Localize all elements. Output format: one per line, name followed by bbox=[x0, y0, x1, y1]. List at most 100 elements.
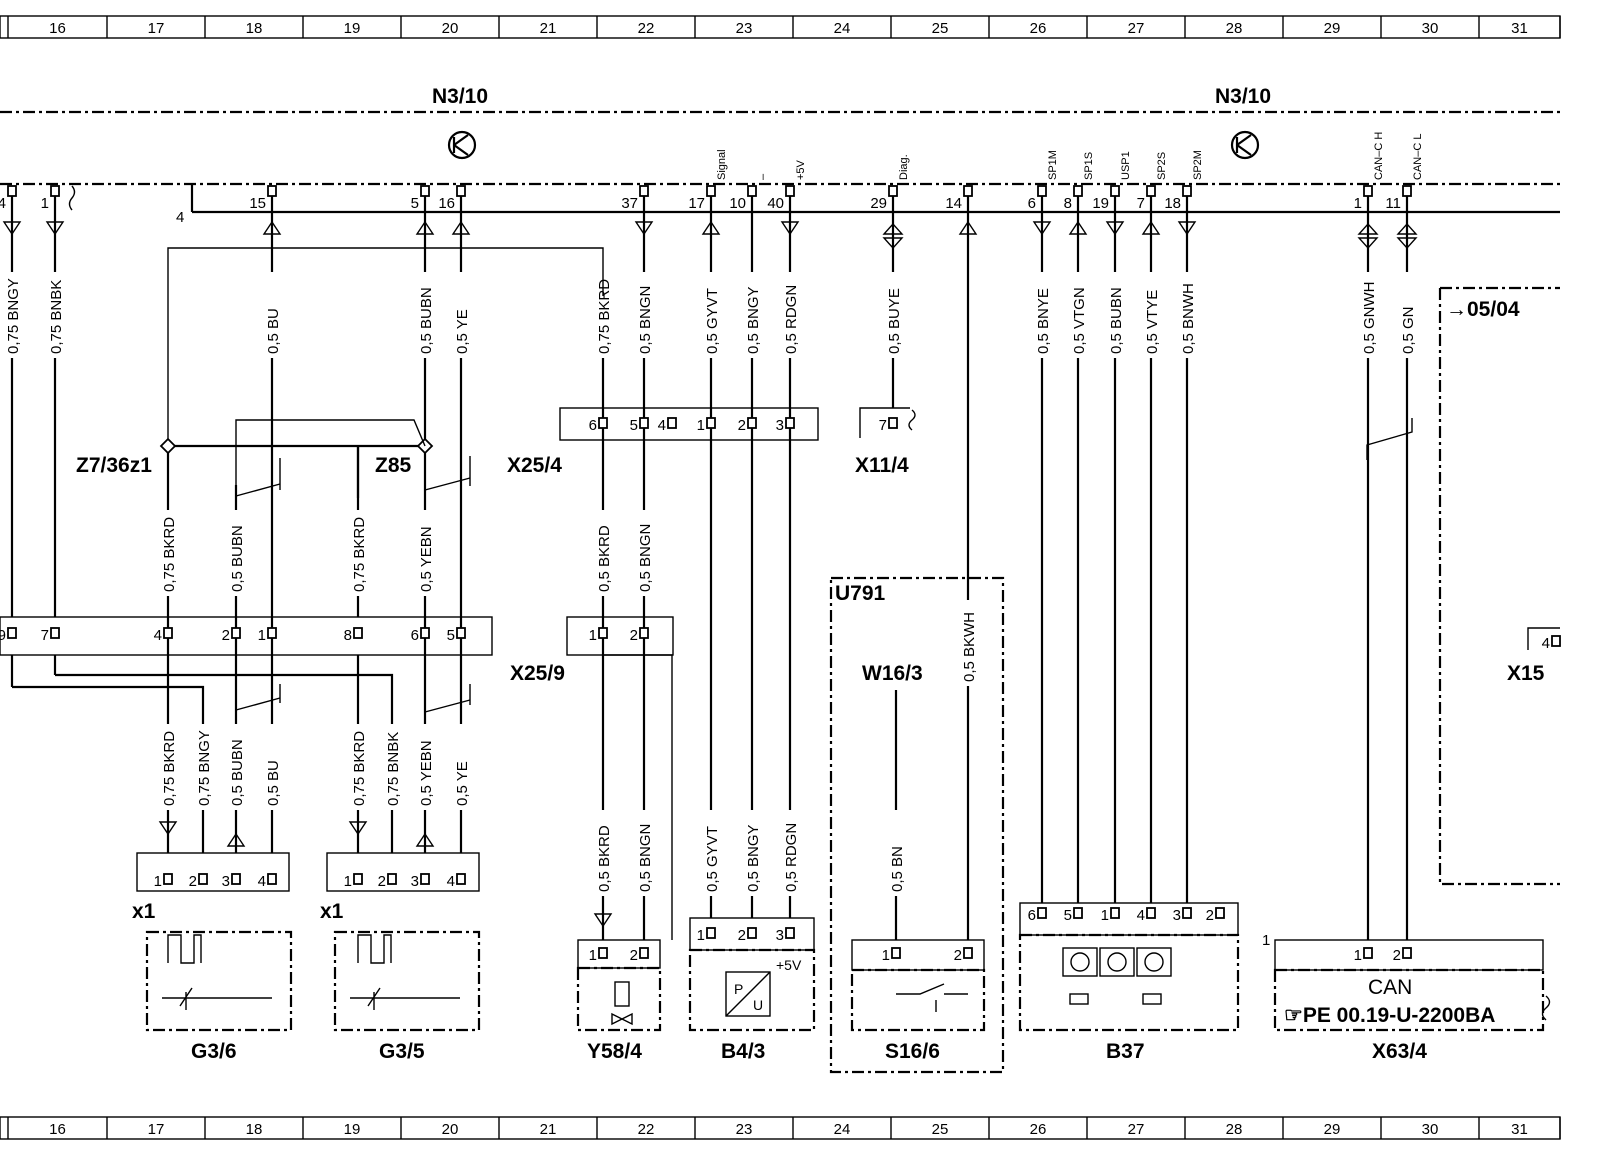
module-pin-number: 14 bbox=[945, 195, 962, 212]
wire-label: 0,5 GNWH bbox=[1361, 281, 1378, 354]
module-pin-number: 4 bbox=[0, 195, 6, 212]
label-x11-4: X11/4 bbox=[855, 454, 909, 477]
pressure-symbol-p: P bbox=[734, 981, 743, 997]
connector-pin bbox=[667, 417, 677, 429]
wire-label: 0,5 BUBN bbox=[418, 287, 435, 354]
module-pin-number: 16 bbox=[438, 195, 455, 212]
wire-label-bg bbox=[743, 272, 761, 358]
module-pin-signal: – bbox=[757, 173, 769, 180]
label-w16-3: W16/3 bbox=[862, 662, 923, 685]
wire-arrow-down bbox=[593, 913, 613, 928]
wire-label-bg bbox=[1359, 272, 1377, 358]
label-x25-9: X25/9 bbox=[510, 662, 565, 685]
module-pin-number: 1 bbox=[1354, 195, 1362, 212]
wire-label: 0,5 BKRD bbox=[596, 825, 613, 892]
wire-arrow-down bbox=[1105, 221, 1125, 236]
shield-mark-2 bbox=[424, 477, 471, 491]
connector-pin-number: 1 bbox=[1101, 907, 1109, 924]
component-label-g3-5: G3/5 bbox=[379, 1040, 425, 1063]
module-pin-signal: USP1 bbox=[1120, 151, 1132, 180]
module-pin bbox=[1146, 185, 1156, 197]
connector-pin bbox=[1037, 907, 1047, 919]
wire-label-bg bbox=[349, 724, 367, 810]
connector-pin-number: 4 bbox=[447, 873, 455, 890]
wire-label: 0,5 BNGY bbox=[745, 286, 762, 354]
connector-pin bbox=[598, 417, 608, 429]
wire-label: 0,5 BU bbox=[265, 760, 282, 806]
grid-column-number: 29 bbox=[1324, 1121, 1341, 1138]
connector-pin-number: 3 bbox=[222, 873, 230, 890]
connector-x25-4 bbox=[559, 407, 819, 441]
wire-label-bg bbox=[635, 272, 653, 358]
connector-pin bbox=[1073, 907, 1083, 919]
wire-label-bg bbox=[383, 724, 401, 810]
grid-column-number: 16 bbox=[49, 1121, 66, 1138]
pressure-sensor-symbol bbox=[725, 971, 771, 1017]
wire-label: 0,5 VTGN bbox=[1071, 287, 1088, 354]
grid-column-number: 31 bbox=[1511, 1121, 1528, 1138]
wire-label: 0,5 YE bbox=[454, 761, 471, 806]
connector-pin bbox=[1110, 907, 1120, 919]
shield-mark-3 bbox=[235, 697, 281, 711]
pressure-sensor-diag bbox=[725, 971, 771, 1017]
connector-pin-number: 6 bbox=[411, 627, 419, 644]
wire-arrow-up bbox=[958, 220, 978, 235]
wire-label: 0,5 BUBN bbox=[1108, 287, 1125, 354]
wire-arrow-down bbox=[634, 221, 654, 236]
connector-pin bbox=[1551, 635, 1561, 647]
grid-column-number: 25 bbox=[932, 1121, 949, 1138]
module-pin bbox=[1110, 185, 1120, 197]
connector-pin bbox=[1402, 947, 1412, 959]
connector-pin-number: 3 bbox=[776, 927, 784, 944]
grid-column-number: 28 bbox=[1226, 1121, 1243, 1138]
shield-mark-1 bbox=[235, 483, 281, 497]
module-pin bbox=[963, 185, 973, 197]
grid-column-number: 21 bbox=[540, 1121, 557, 1138]
connector-pin bbox=[963, 947, 973, 959]
wire-label: 0,5 BN bbox=[889, 846, 906, 892]
connector-pin bbox=[598, 947, 608, 959]
grid-column-number: 25 bbox=[932, 20, 949, 37]
transistor-symbol-left bbox=[447, 130, 477, 160]
connector-pin bbox=[267, 627, 277, 639]
module-pin-number: 1 bbox=[41, 195, 49, 212]
connector-pin-number: 5 bbox=[630, 417, 638, 434]
connector-pin bbox=[1363, 947, 1373, 959]
module-pin bbox=[1402, 185, 1412, 197]
wire-label-bg bbox=[227, 510, 245, 596]
unit-u791 bbox=[829, 576, 1005, 1074]
wire-label: 0,5 BUBN bbox=[229, 525, 246, 592]
module-pin-number: 15 bbox=[249, 195, 266, 212]
wire-label-bg bbox=[1178, 272, 1196, 358]
wire-label-bg bbox=[594, 810, 612, 896]
wire-label-bg bbox=[635, 810, 653, 896]
wire-label-bg bbox=[702, 810, 720, 896]
component-s16-6 bbox=[850, 968, 986, 1032]
wire-label-bg bbox=[227, 724, 245, 810]
wire-label: 0,5 YE bbox=[454, 309, 471, 354]
module-pin bbox=[267, 185, 277, 197]
module-pin-number: 17 bbox=[688, 195, 705, 212]
wire-label: 0,5 BUBN bbox=[229, 739, 246, 806]
grid-column-number: 23 bbox=[736, 20, 753, 37]
module-pin-number: 18 bbox=[1164, 195, 1181, 212]
connector-pin-number: 7 bbox=[41, 627, 49, 644]
break-mark bbox=[68, 185, 76, 211]
wire-label-bg bbox=[194, 724, 212, 810]
wire-arrow-down bbox=[45, 221, 65, 236]
connector-pin-number: 1 bbox=[154, 873, 162, 890]
component-label-y58-4: Y58/4 bbox=[587, 1040, 642, 1063]
connector-pin bbox=[888, 417, 898, 429]
connector-pin-number: 4 bbox=[258, 873, 266, 890]
connector-pin-number: 1 bbox=[344, 873, 352, 890]
wire-label: 0,5 RDGN bbox=[783, 285, 800, 354]
wire-arrow-bidir bbox=[882, 237, 904, 250]
grid-column-number: 18 bbox=[246, 1121, 263, 1138]
grid-column-number: 27 bbox=[1128, 20, 1145, 37]
module-pin-number: 37 bbox=[621, 195, 638, 212]
grid-column-number: 19 bbox=[344, 20, 361, 37]
wire-label: 0,75 BKRD bbox=[161, 731, 178, 806]
